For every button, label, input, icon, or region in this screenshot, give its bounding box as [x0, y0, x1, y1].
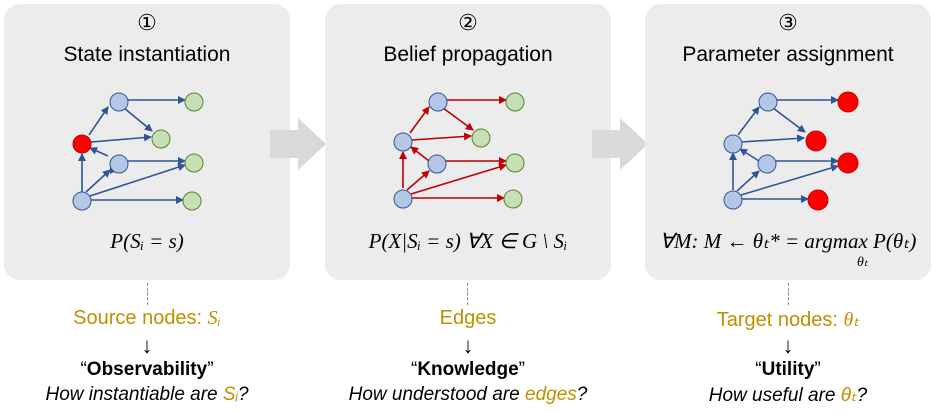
- step-1-label: Source nodes: Sᵢ: [0, 307, 297, 330]
- step-2-keyword: “Knowledge”: [411, 359, 525, 380]
- node-blue: [109, 154, 129, 174]
- edge: [740, 134, 805, 143]
- node-blue: [393, 189, 413, 209]
- node-blue: [758, 92, 778, 112]
- edge: [772, 107, 806, 133]
- right-arrow-icon: [592, 118, 648, 170]
- step-3-formula-text: ∀M: M ← θₜ* = argmax P(θₜ): [659, 229, 917, 253]
- step-3-formula-subscript: θₜ: [857, 255, 869, 270]
- step-1-question-suffix: ?: [237, 384, 249, 405]
- node-red: [805, 130, 827, 152]
- node-red: [72, 134, 92, 154]
- step-3-network-graph: [723, 91, 859, 211]
- step-2-question-text: How understood are: [348, 384, 526, 405]
- step-1-question-text: How instantiable are: [45, 384, 223, 405]
- dashed-connector: [788, 283, 790, 305]
- step-1-question-highlight: Sᵢ: [222, 384, 238, 405]
- edge: [736, 170, 760, 192]
- node-blue: [428, 92, 448, 112]
- edge: [85, 169, 111, 193]
- node-blue: [393, 132, 413, 152]
- step-1-keyword-text: Observability: [86, 359, 208, 380]
- step-2-keyword-text: Knowledge: [417, 359, 519, 380]
- step-2-network-graph: [393, 92, 525, 209]
- step-1-keyword: “Observability”: [80, 359, 214, 380]
- edge: [88, 106, 109, 136]
- step-1-formula: P(Sᵢ = s): [110, 229, 184, 253]
- step-1-label-var: Sᵢ: [207, 307, 221, 329]
- edge: [442, 107, 474, 131]
- node-green: [184, 153, 204, 173]
- edge: [410, 163, 507, 195]
- down-arrow-icon: ↓: [462, 333, 474, 358]
- node-blue: [723, 134, 743, 154]
- edge: [740, 164, 839, 196]
- down-arrow-icon: ↓: [141, 333, 153, 358]
- node-green: [505, 92, 525, 112]
- edge: [410, 146, 430, 162]
- step-1-question: How instantiable are Sᵢ?: [0, 384, 297, 406]
- edge: [89, 147, 109, 157]
- step-3-keyword-text: Utility: [761, 359, 815, 380]
- step-3-formula: ∀M: M ← θₜ* = argmax P(θₜ) θₜ: [645, 229, 931, 270]
- step-3-keyword: “Utility”: [755, 359, 821, 380]
- step-2-panel: ② Belief propagation: [325, 4, 611, 280]
- step-2-label: Edges: [318, 307, 618, 330]
- step-1-number: ①: [137, 10, 157, 35]
- step-3-panel: ③ Parameter assignment: [645, 4, 931, 280]
- edge: [123, 107, 153, 132]
- step-2-label-text: Edges: [439, 307, 497, 329]
- edge: [406, 170, 430, 191]
- node-blue: [757, 154, 777, 174]
- edge: [739, 148, 760, 162]
- node-green: [182, 191, 202, 211]
- node-green: [503, 189, 523, 209]
- step-1-network-graph: [72, 92, 204, 211]
- step-3-number: ③: [778, 10, 798, 35]
- step-1-panel: ① State instantiation: [4, 4, 290, 280]
- edge: [411, 132, 472, 141]
- node-green: [505, 153, 525, 173]
- step-3-question: How useful are θₜ?: [638, 384, 938, 407]
- node-red: [837, 91, 859, 113]
- edge: [409, 106, 430, 134]
- step-2-question: How understood are edges?: [318, 384, 618, 406]
- step-3-question-highlight: θₜ: [840, 385, 857, 406]
- step-3-title: Parameter assignment: [682, 43, 894, 66]
- node-blue: [723, 190, 743, 210]
- step-3-label-text: Target nodes:: [716, 309, 844, 331]
- step-3-label-var: θₜ: [843, 309, 860, 331]
- step-2-question-suffix: ?: [576, 384, 588, 405]
- step-2-formula: P(X|Sᵢ = s) ∀X ∈ G \ Sᵢ: [368, 229, 568, 253]
- step-2-title: Belief propagation: [383, 43, 553, 66]
- node-green: [184, 92, 204, 112]
- node-green: [151, 129, 171, 149]
- node-red: [807, 189, 829, 211]
- down-arrow-icon: ↓: [782, 333, 794, 358]
- node-green: [471, 128, 491, 148]
- node-blue: [427, 154, 447, 174]
- step-3-question-text: How useful are: [708, 385, 841, 406]
- dashed-connector: [467, 283, 469, 305]
- step-3-label: Target nodes: θₜ: [638, 307, 938, 332]
- step-2-question-highlight: edges: [525, 384, 577, 405]
- dashed-connector: [147, 283, 149, 305]
- node-blue: [109, 92, 129, 112]
- step-1-label-text: Source nodes:: [73, 307, 208, 329]
- step-3-question-suffix: ?: [856, 385, 868, 406]
- edge: [90, 133, 152, 143]
- right-arrow-icon: [270, 118, 326, 170]
- edge: [89, 163, 186, 197]
- step-1-title: State instantiation: [63, 43, 231, 66]
- node-red: [837, 152, 859, 174]
- step-2-number: ②: [458, 10, 478, 35]
- node-blue: [72, 191, 92, 211]
- edge: [737, 106, 760, 136]
